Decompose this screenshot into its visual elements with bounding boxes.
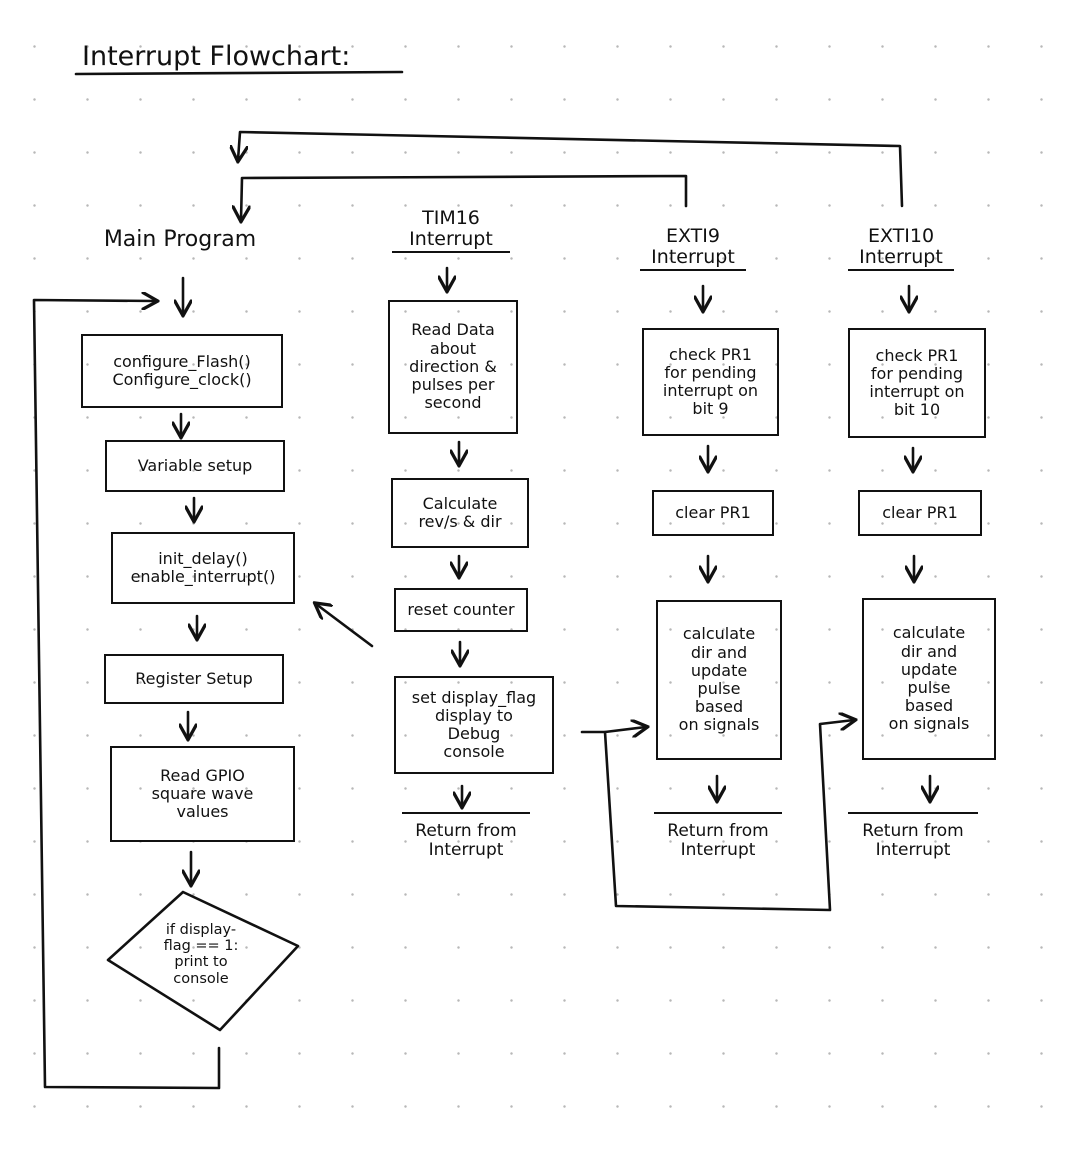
exti9-return: Return from Interrupt (654, 812, 782, 860)
page-title: Interrupt Flowchart: (82, 41, 351, 72)
exti9-step-check-pr1: check PR1 for pending interrupt on bit 9 (642, 328, 779, 436)
main-loop-back (32, 300, 221, 1090)
title-underline (74, 70, 404, 76)
exti10-step-check-pr1: check PR1 for pending interrupt on bit 1… (848, 328, 986, 438)
main-decision-text: if display- flag == 1: print to console (163, 922, 239, 987)
exti10-return: Return from Interrupt (848, 812, 978, 860)
exti9-step-calc-dir: calculate dir and update pulse based on … (656, 600, 782, 760)
tim16-step-reset-counter: reset counter (394, 588, 528, 632)
main-step-variable-setup: Variable setup (105, 440, 285, 492)
tim16-step-calculate: Calculate rev/s & dir (391, 478, 529, 548)
tim16-header: TIM16 Interrupt (392, 207, 510, 253)
exti10-step-clear-pr1: clear PR1 (858, 490, 982, 536)
exti9-header: EXTI9 Interrupt (640, 225, 746, 271)
main-step-register-setup: Register Setup (104, 654, 284, 704)
tim16-step-set-display-flag: set display_flag display to Debug consol… (394, 676, 554, 774)
exti10-step-calc-dir: calculate dir and update pulse based on … (862, 598, 996, 760)
main-step-read-gpio: Read GPIO square wave values (110, 746, 295, 842)
main-program-header: Main Program (103, 227, 257, 252)
loop-exti9-to-main (241, 174, 688, 220)
loop-exti10-to-main (238, 130, 904, 208)
exti10-header: EXTI10 Interrupt (848, 225, 954, 271)
flow-into-exti10-calc (603, 720, 854, 912)
decision-diamond (106, 890, 300, 1032)
exti9-step-clear-pr1: clear PR1 (652, 490, 774, 536)
flow-into-exti9-calc (580, 727, 646, 732)
arrow-tim16-to-main (316, 604, 374, 648)
main-step-configure: configure_Flash() Configure_clock() (81, 334, 283, 408)
tim16-return: Return from Interrupt (402, 812, 530, 860)
tim16-step-read-data: Read Data about direction & pulses per s… (388, 300, 518, 434)
main-step-init-delay: init_delay() enable_interrupt() (111, 532, 295, 604)
